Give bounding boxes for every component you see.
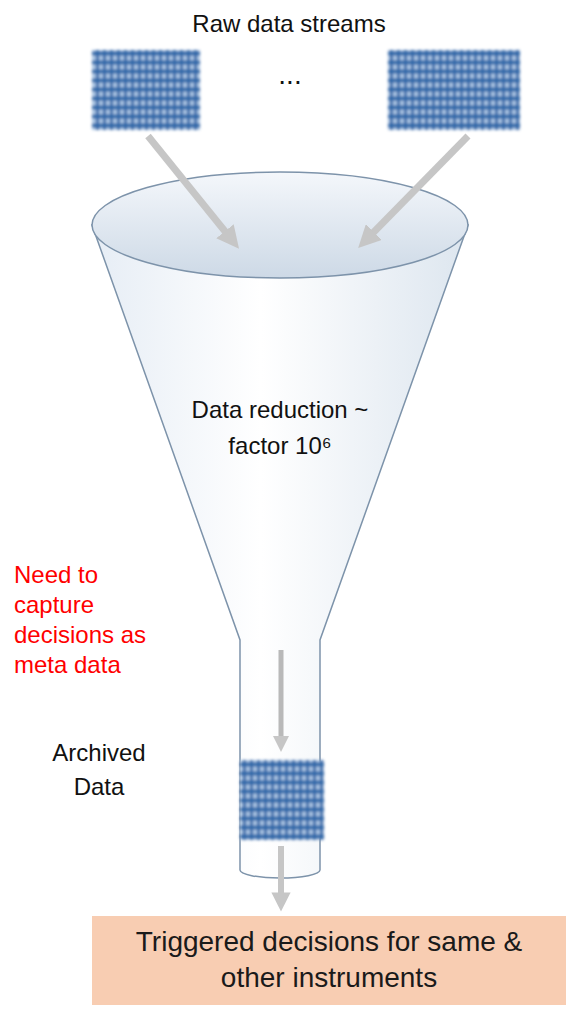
funnel-body [92, 225, 468, 878]
node-text: Triggered decisions for same & other ins… [100, 924, 558, 997]
flow-arrow [366, 136, 468, 240]
output-box: Triggered decisions for same & other ins… [92, 916, 566, 1005]
archive-label: Archived Data [34, 736, 164, 803]
flow-arrow [278, 846, 284, 902]
flow-arrow [148, 136, 232, 240]
flow-arrow [279, 650, 284, 744]
funnel-outline [90, 170, 470, 885]
note-label: Need to capture decisions as meta data [14, 560, 166, 680]
heading: Raw data streams [0, 10, 578, 39]
text-holder: Data reduction ~ factor 10⁶ [190, 392, 370, 464]
raw-data-block [388, 50, 520, 130]
raw-data-block [92, 50, 200, 130]
archived-data-block [240, 760, 324, 840]
node-text: Data reduction ~ factor 10⁶ [190, 392, 370, 464]
funnel-rim [92, 172, 468, 278]
funnel-shape: Data reduction ~ factor 10⁶ [90, 170, 470, 885]
ellipsis-label: ... [264, 58, 316, 92]
